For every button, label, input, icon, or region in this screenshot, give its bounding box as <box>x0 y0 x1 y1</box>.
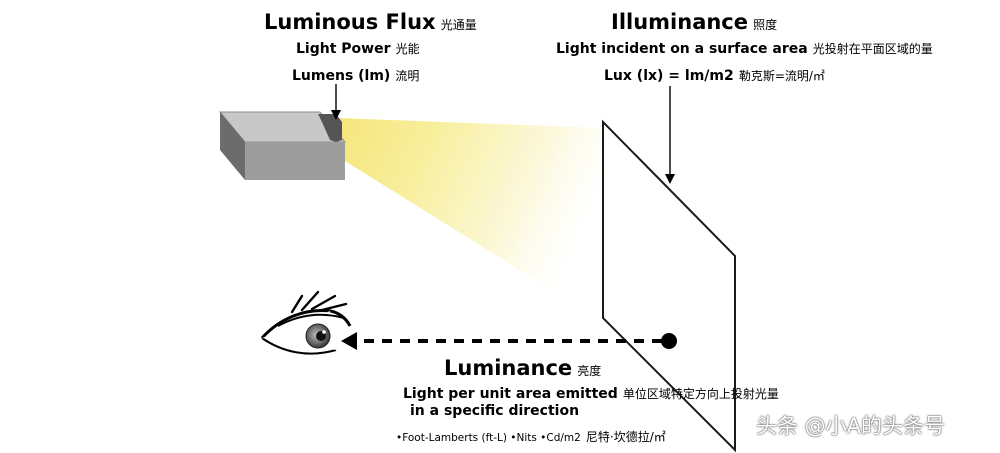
light-power-label-cn: 光能 <box>395 42 420 56</box>
surface-panel <box>602 119 736 453</box>
illuminance-pointer-arrow <box>665 86 675 184</box>
luminous-flux-title-cn: 光通量 <box>440 18 477 32</box>
illuminance-title: Illuminance <box>611 10 749 34</box>
watermark: 头条 @小A的头条号 <box>756 414 946 438</box>
illuminance-description: Light incident on a surface area <box>556 41 808 57</box>
light-source-box <box>218 111 347 180</box>
lux-unit-label: Lux (lx) = lm/m2 <box>604 68 734 84</box>
luminance-units-cn: 尼特·坎德拉/㎡ <box>585 430 666 444</box>
luminance-units: •Foot-Lamberts (ft-L) •Nits •Cd/m2 <box>396 432 581 444</box>
luminance-title-cn: 亮度 <box>577 364 602 378</box>
emission-point <box>661 333 677 349</box>
light-power-label: Light Power <box>296 41 391 57</box>
light-beam <box>337 118 603 322</box>
lumens-unit-label: Lumens (lm) <box>292 68 391 84</box>
luminance-description-line2: in a specific direction <box>410 403 580 419</box>
lux-unit-label-cn: 勒克斯=流明/㎡ <box>738 69 825 83</box>
luminous-flux-title: Luminous Flux <box>264 10 436 34</box>
lumens-unit-label-cn: 流明 <box>395 69 420 83</box>
illuminance-title-cn: 照度 <box>753 18 778 32</box>
luminance-title: Luminance <box>444 356 573 380</box>
eye-icon <box>260 290 352 355</box>
luminance-description-cn: 单位区域特定方向上投射光量 <box>622 387 779 401</box>
luminance-arrow <box>341 332 662 350</box>
luminance-description-line1: Light per unit area emitted <box>403 386 618 402</box>
flux-pointer-arrow <box>331 84 341 120</box>
illuminance-description-cn: 光投射在平面区域的量 <box>812 42 933 56</box>
